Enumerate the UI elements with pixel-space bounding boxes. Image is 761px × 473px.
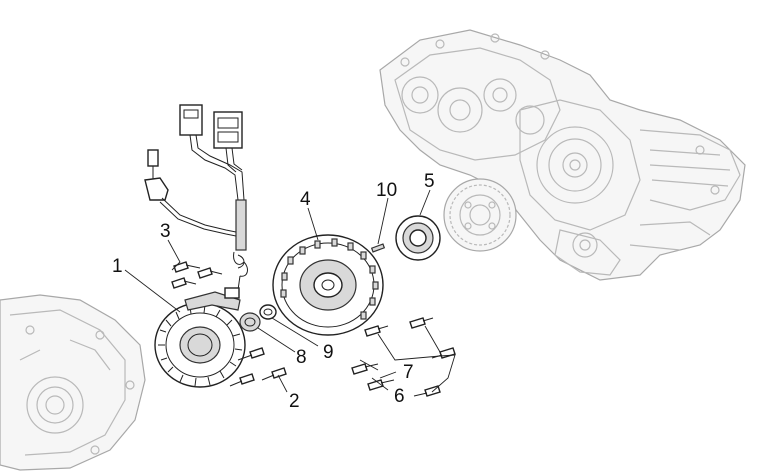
flywheel-rotor <box>272 234 384 336</box>
connector-small <box>179 104 203 136</box>
cover-screws <box>351 317 456 397</box>
callout-6: 6 <box>394 386 405 407</box>
nut <box>239 312 261 332</box>
callout-8: 8 <box>296 347 307 368</box>
wiring-harness <box>144 104 248 306</box>
washer <box>259 304 277 320</box>
crankcase-assembly <box>379 29 746 281</box>
stator-screws-upper <box>171 261 223 289</box>
stator <box>154 287 246 388</box>
plug-boot <box>144 177 169 201</box>
callout-9: 9 <box>323 342 334 363</box>
callout-2: 2 <box>289 391 300 412</box>
callout-7: 7 <box>403 362 414 383</box>
bearing-ring <box>395 215 441 261</box>
callout-10: 10 <box>376 180 397 201</box>
callout-4: 4 <box>300 189 311 210</box>
leader-lines <box>124 189 431 393</box>
starter-gear <box>443 178 517 252</box>
stator-screws-lower <box>229 347 287 387</box>
woodruff-key <box>370 243 386 253</box>
callout-labels: 1 2 3 4 5 6 7 8 9 10 <box>112 171 435 412</box>
connector-large <box>213 111 243 149</box>
nut-and-washer <box>239 304 277 332</box>
callout-3: 3 <box>160 221 171 242</box>
spade-terminal <box>147 149 159 167</box>
callout-5: 5 <box>424 171 435 192</box>
left-crankcase-cover <box>0 294 146 471</box>
callout-1: 1 <box>112 256 123 277</box>
